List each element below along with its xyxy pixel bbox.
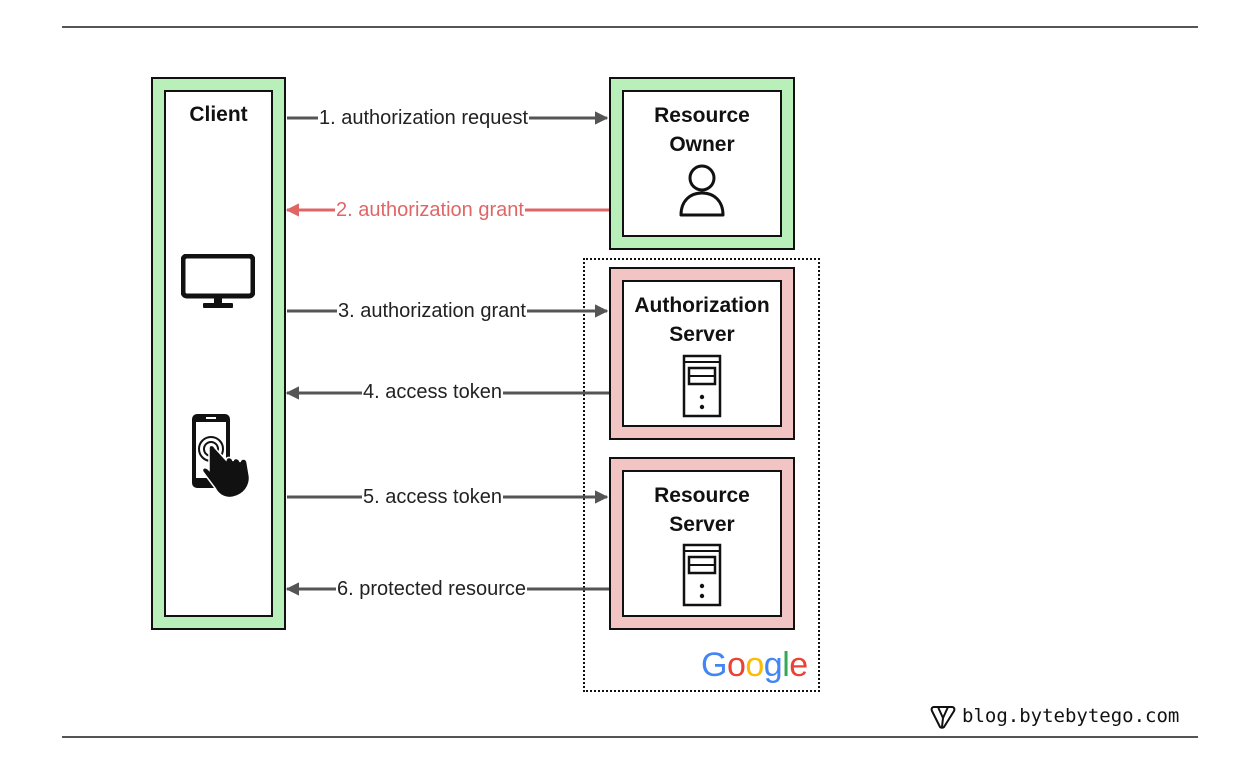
authorization-server-label: Authorization Server xyxy=(634,294,770,346)
site-url: blog.bytebytego.com xyxy=(962,705,1180,727)
step-3-label: 3. authorization grant xyxy=(337,299,527,323)
resource-server-label: Resource Server xyxy=(654,484,750,536)
phone-tap-icon xyxy=(192,414,251,499)
step-5-label: 5. access token xyxy=(362,485,503,509)
google-logo: Google xyxy=(701,645,808,685)
bytebytego-logo-icon xyxy=(930,706,956,729)
top-divider xyxy=(62,26,1198,28)
step-1-label: 1. authorization request xyxy=(318,106,530,130)
resource-owner-label: Resource Owner xyxy=(654,104,750,156)
google-letter: g xyxy=(763,646,783,684)
google-letter: G xyxy=(701,646,727,684)
google-boundary xyxy=(583,258,820,692)
step-6-label: 6. protected resource xyxy=(336,577,527,601)
google-letter: l xyxy=(782,646,790,684)
resource-owner-node: Resource Owner xyxy=(622,90,782,237)
server-icon xyxy=(682,543,722,607)
google-letter: e xyxy=(789,646,808,684)
server-icon xyxy=(682,354,722,418)
client-label: Client xyxy=(189,103,248,126)
bottom-divider xyxy=(62,736,1198,738)
site-footer: blog.bytebytego.com xyxy=(930,703,1179,729)
resource-server-node: Resource Server xyxy=(622,470,782,617)
user-icon xyxy=(679,164,725,217)
monitor-icon xyxy=(181,254,255,308)
step-4-label: 4. access token xyxy=(362,380,503,404)
client-node: Client xyxy=(164,90,273,617)
google-letter: o xyxy=(745,646,764,684)
google-letter: o xyxy=(726,646,746,684)
step-2-label: 2. authorization grant xyxy=(335,198,525,222)
